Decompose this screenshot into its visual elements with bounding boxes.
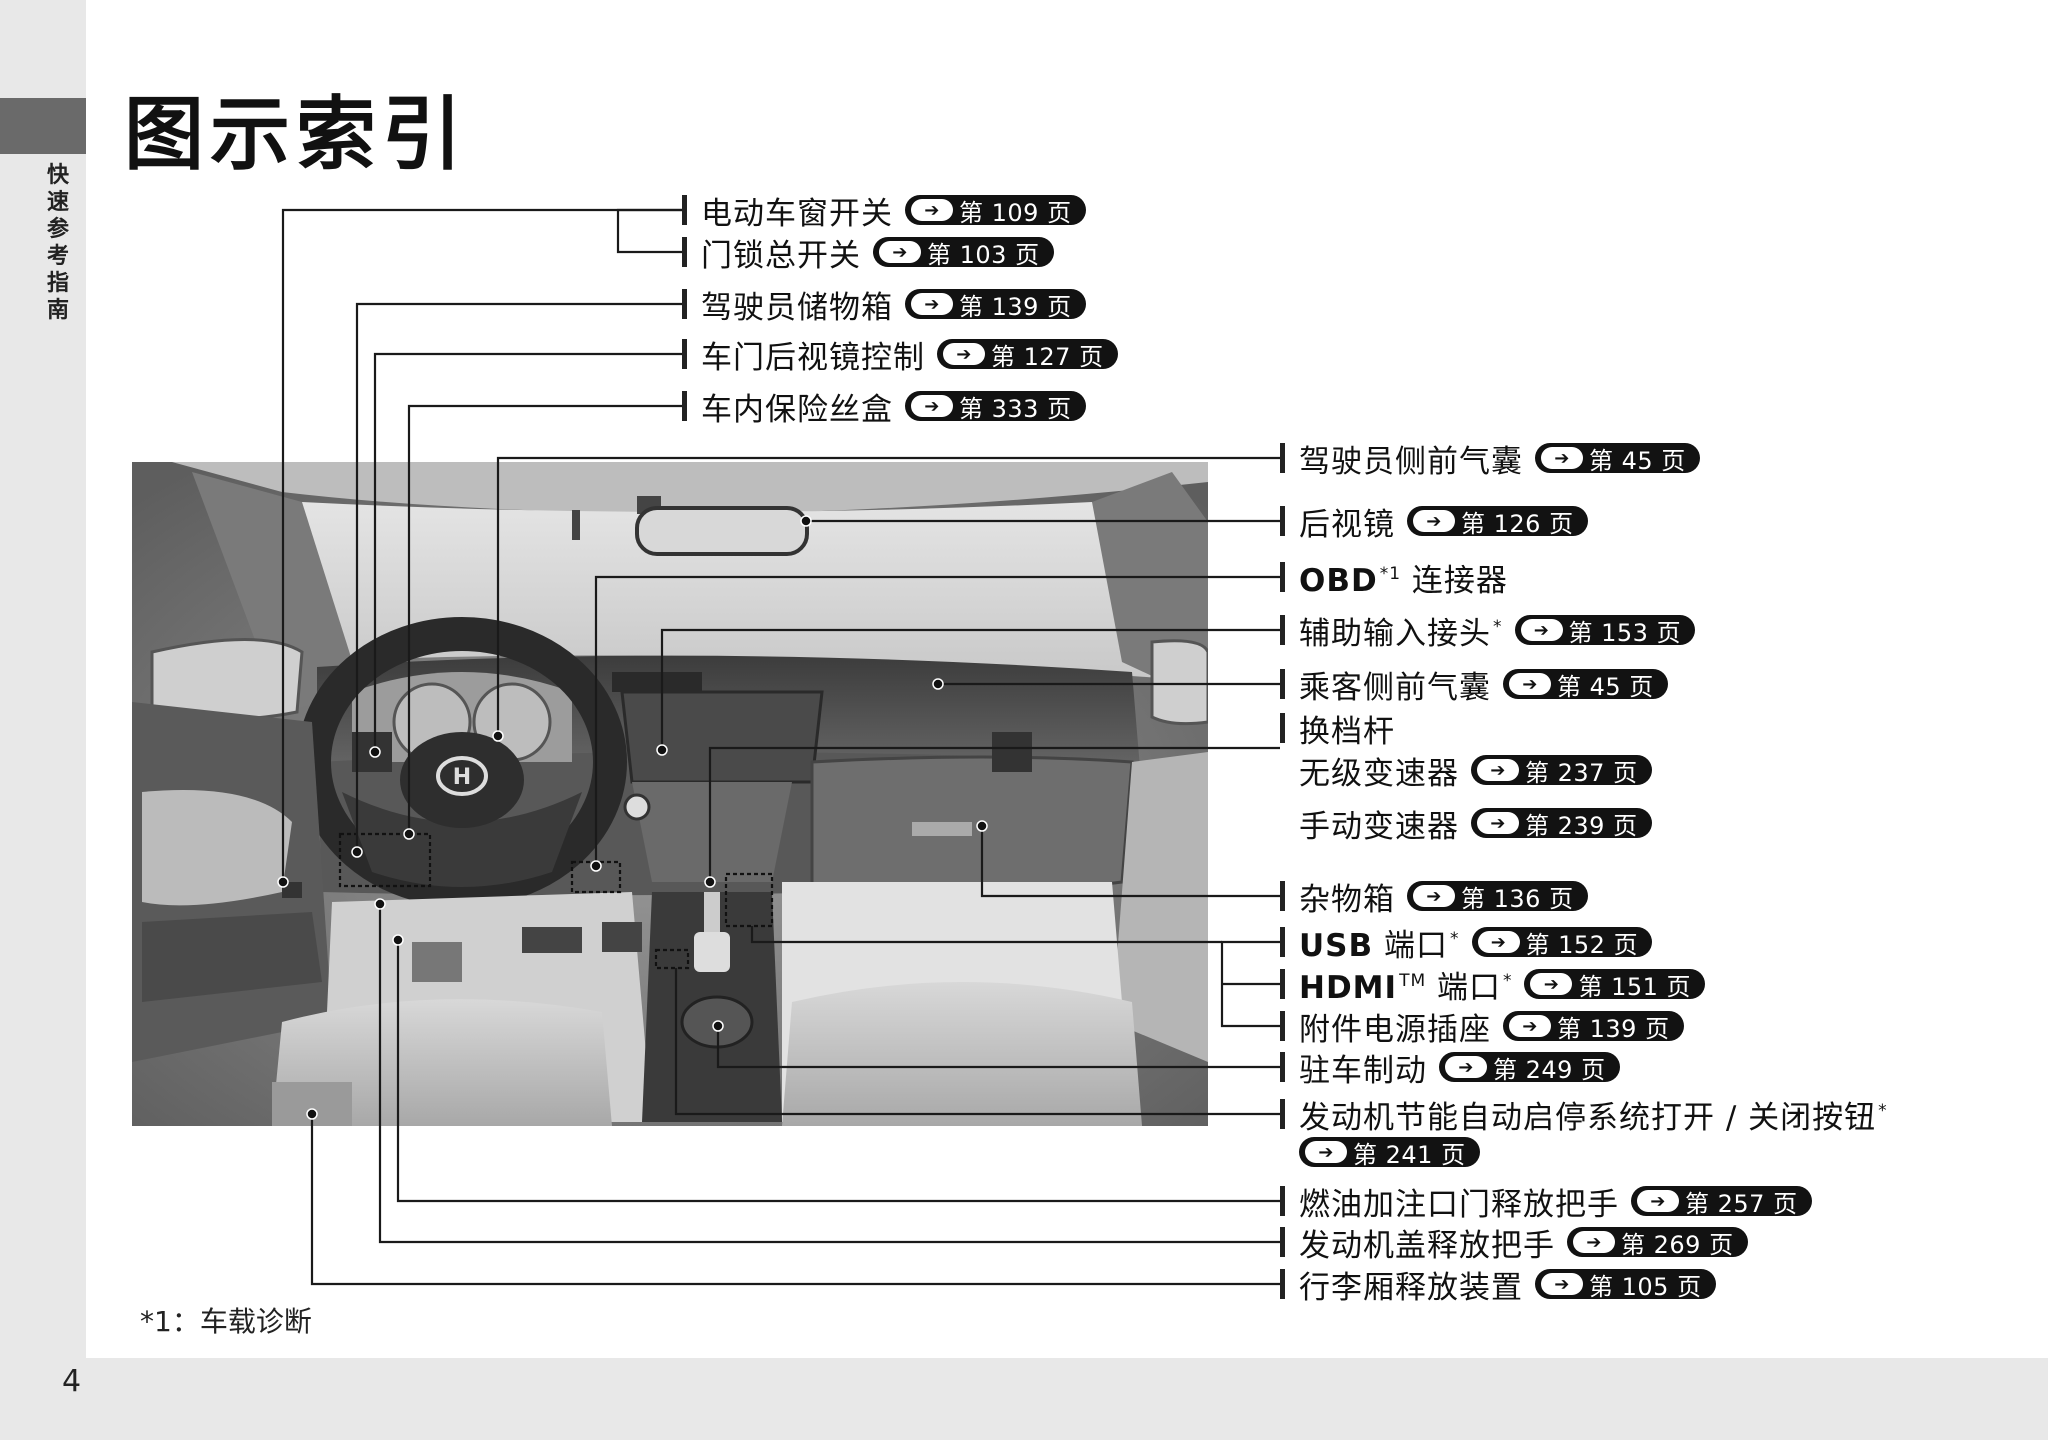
page-number: 4: [62, 1364, 82, 1399]
arrow-right-icon: ➔: [1509, 673, 1551, 695]
page-ref[interactable]: ➔第 237 页: [1471, 755, 1652, 787]
arrow-right-icon: ➔: [1520, 619, 1563, 641]
label-hood: 发动机盖释放把手 ➔第 269 页: [1280, 1225, 1748, 1264]
page-ref[interactable]: ➔第 151 页: [1524, 969, 1706, 1001]
label-fuel-door: 燃油加注口门释放把手 ➔第 257 页: [1280, 1184, 1812, 1223]
section-tab: [0, 98, 86, 154]
arrow-right-icon: ➔: [1413, 885, 1455, 907]
footnote: *1：车载诊断: [140, 1305, 312, 1338]
arrow-right-icon: ➔: [1541, 1273, 1583, 1295]
label-power-socket: 附件电源插座 ➔第 139 页: [1280, 1009, 1684, 1048]
label-glove-box: 杂物箱 ➔第 136 页: [1280, 879, 1588, 918]
page-ref[interactable]: ➔第 241 页: [1299, 1137, 1480, 1169]
page-ref[interactable]: ➔第 45 页: [1503, 669, 1668, 701]
page-ref[interactable]: ➔第 333 页: [905, 391, 1086, 423]
page-ref[interactable]: ➔第 109 页: [905, 195, 1086, 227]
arrow-right-icon: ➔: [943, 343, 985, 365]
page-ref[interactable]: ➔第 257 页: [1631, 1186, 1812, 1218]
arrow-right-icon: ➔: [1305, 1141, 1347, 1163]
label-obd: OBD*1 连接器: [1280, 560, 1508, 599]
page-ref[interactable]: ➔第 139 页: [1503, 1011, 1684, 1043]
label-usb: USB 端口* ➔第 152 页: [1280, 925, 1653, 964]
arrow-right-icon: ➔: [911, 395, 953, 417]
arrow-right-icon: ➔: [911, 293, 953, 315]
section-tab-label: 快速参考指南: [46, 163, 69, 323]
arrow-right-icon: ➔: [1413, 510, 1455, 532]
page-title: 图示索引: [124, 88, 468, 181]
label-passenger-airbag: 乘客侧前气囊 ➔第 45 页: [1280, 667, 1668, 706]
car-interior-illustration: H: [132, 462, 1208, 1126]
arrow-right-icon: ➔: [1445, 1056, 1487, 1078]
arrow-right-icon: ➔: [1530, 973, 1573, 995]
label-fuse-box: 车内保险丝盒 ➔第 333 页: [682, 389, 1086, 428]
label-parking-brake: 驻车制动 ➔第 249 页: [1280, 1050, 1620, 1089]
page-ref[interactable]: ➔第 127 页: [937, 339, 1118, 371]
arrow-right-icon: ➔: [1509, 1015, 1551, 1037]
arrow-right-icon: ➔: [879, 241, 921, 263]
label-mirror-control: 车门后视镜控制 ➔第 127 页: [682, 337, 1118, 376]
page-ref[interactable]: ➔第 45 页: [1535, 443, 1700, 475]
arrow-right-icon: ➔: [1541, 447, 1583, 469]
label-power-window: 电动车窗开关 ➔第 109 页: [682, 193, 1086, 232]
label-door-lock: 门锁总开关 ➔第 103 页: [682, 235, 1054, 274]
page-ref[interactable]: ➔第 136 页: [1407, 881, 1588, 913]
arrow-right-icon: ➔: [1573, 1231, 1615, 1253]
label-rear-mirror: 后视镜 ➔第 126 页: [1280, 504, 1588, 543]
svg-text:H: H: [453, 765, 471, 790]
label-shift-lever: 换档杆: [1280, 711, 1395, 750]
arrow-right-icon: ➔: [1477, 812, 1519, 834]
label-driver-airbag: 驾驶员侧前气囊 ➔第 45 页: [1280, 441, 1700, 480]
label-idle-stop: 发动机节能自动启停系统打开 / 关闭按钮*: [1280, 1097, 1888, 1136]
page-ref[interactable]: ➔第 139 页: [905, 289, 1086, 321]
page-ref[interactable]: ➔第 269 页: [1567, 1227, 1748, 1259]
arrow-right-icon: ➔: [911, 199, 953, 221]
page-ref[interactable]: ➔第 105 页: [1535, 1269, 1716, 1301]
arrow-right-icon: ➔: [1477, 931, 1520, 953]
label-aux: 辅助输入接头* ➔第 153 页: [1280, 613, 1696, 652]
page-ref[interactable]: ➔第 103 页: [873, 237, 1054, 269]
arrow-right-icon: ➔: [1637, 1190, 1679, 1212]
page-ref[interactable]: ➔第 239 页: [1471, 808, 1652, 840]
label-trunk: 行李厢释放装置 ➔第 105 页: [1280, 1267, 1716, 1306]
label-manual: 手动变速器 ➔第 239 页: [1280, 806, 1652, 845]
label-driver-storage: 驾驶员储物箱 ➔第 139 页: [682, 287, 1086, 326]
page-ref[interactable]: ➔第 153 页: [1514, 615, 1696, 647]
label-cvt: 无级变速器 ➔第 237 页: [1280, 753, 1652, 792]
page-ref[interactable]: ➔第 152 页: [1471, 927, 1653, 959]
page-ref[interactable]: ➔第 126 页: [1407, 506, 1588, 538]
page-ref[interactable]: ➔第 249 页: [1439, 1052, 1620, 1084]
arrow-right-icon: ➔: [1477, 759, 1519, 781]
label-idle-stop-ref: ➔第 241 页: [1280, 1135, 1480, 1169]
